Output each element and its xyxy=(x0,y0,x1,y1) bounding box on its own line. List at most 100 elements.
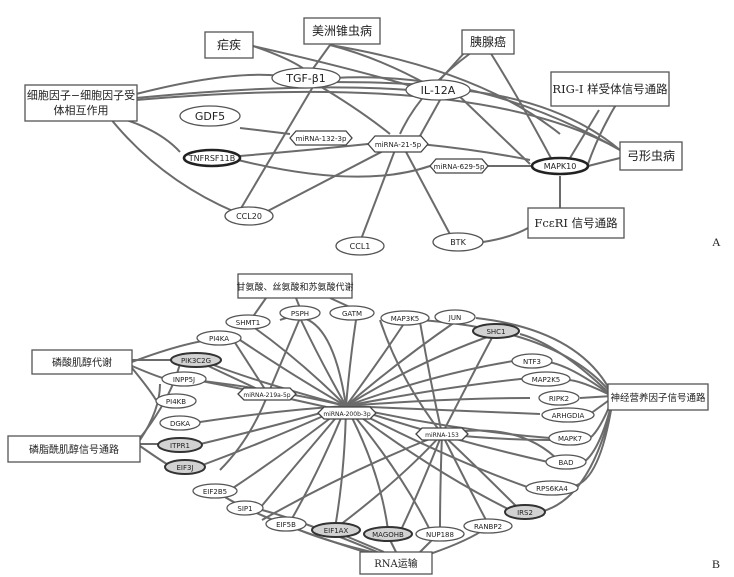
svg-text:MAP3K5: MAP3K5 xyxy=(391,315,420,323)
svg-text:DGKA: DGKA xyxy=(170,420,190,428)
svg-text:细胞因子−细胞因子受: 细胞因子−细胞因子受 xyxy=(27,89,135,102)
svg-text:miRNA-629-5p: miRNA-629-5p xyxy=(434,163,485,171)
svg-text:EIF3J: EIF3J xyxy=(176,464,193,472)
panel-b-label: B xyxy=(712,557,720,571)
gene-node-eif5b: EIF5B xyxy=(265,516,307,532)
gene-node-nup188: NUP188 xyxy=(415,526,465,542)
svg-text:EIF5B: EIF5B xyxy=(276,521,296,529)
svg-text:疟疾: 疟疾 xyxy=(217,37,241,52)
gene-node-gatm: GATM xyxy=(329,305,375,321)
gene-node-dgka: DGKA xyxy=(159,415,201,431)
svg-text:JUN: JUN xyxy=(448,314,461,322)
gene-node-btk: BTK xyxy=(432,232,484,252)
gene-node-eif2b5: EIF2B5 xyxy=(192,483,238,499)
gene-node-rps6ka4: RPS6KA4 xyxy=(525,480,579,496)
svg-text:EIF2B5: EIF2B5 xyxy=(203,488,227,496)
gene-node-ripk2: RIPK2 xyxy=(538,390,580,406)
gene-node-sip1: SIP1 xyxy=(226,500,264,516)
svg-text:胰腺癌: 胰腺癌 xyxy=(470,34,506,49)
svg-text:PSPH: PSPH xyxy=(291,310,309,318)
panel-a-nodes: 疟疾 美洲锥虫病 胰腺癌 细胞因子−细胞因子受 体相互作用 TGF-β1 IL-… xyxy=(24,17,721,256)
svg-text:SHC1: SHC1 xyxy=(486,328,505,336)
svg-text:CCL1: CCL1 xyxy=(350,242,371,251)
gene-node-eif1ax: EIF1AX xyxy=(311,522,361,538)
svg-text:BTK: BTK xyxy=(450,238,466,247)
svg-text:miRNA-200b-3p: miRNA-200b-3p xyxy=(323,411,371,418)
gene-node-tgfb1: TGF-β1 xyxy=(271,67,341,89)
gene-node-ccl20: CCL20 xyxy=(224,206,274,226)
svg-text:MAGOHB: MAGOHB xyxy=(372,531,404,539)
svg-text:PI4KA: PI4KA xyxy=(209,335,229,343)
gene-node-ranbp2: RANBP2 xyxy=(463,518,513,534)
gene-node-pi4kb: PI4KB xyxy=(155,393,197,409)
svg-text:RIPK2: RIPK2 xyxy=(549,395,569,403)
svg-text:美洲锥虫病: 美洲锥虫病 xyxy=(312,23,372,38)
gene-node-irs2: IRS2 xyxy=(504,504,546,520)
panel-a-label: A xyxy=(712,235,721,249)
svg-text:磷酸肌醇代谢: 磷酸肌醇代谢 xyxy=(52,356,112,369)
gene-node-map3k5: MAP3K5 xyxy=(380,310,430,326)
mirna-node-200b-3p: miRNA-200b-3p xyxy=(317,406,377,420)
svg-text:CCL20: CCL20 xyxy=(236,212,262,221)
svg-text:MAPK10: MAPK10 xyxy=(544,162,577,171)
gene-node-ntf3: NTF3 xyxy=(511,353,553,369)
pathway-node-rig-i: RIG-I 样受体信号通路 xyxy=(550,71,670,107)
mirna-node-21-5p: miRNA-21-5p xyxy=(367,135,429,153)
pathway-node-neurotrophin: 神经营养因子信号通路 xyxy=(607,383,709,411)
svg-text:MAP2K5: MAP2K5 xyxy=(532,376,561,384)
svg-text:NTF3: NTF3 xyxy=(523,358,541,366)
gene-node-inpp5j: INPP5J xyxy=(161,371,207,387)
gene-node-ccl1: CCL1 xyxy=(335,236,385,256)
pathway-node-cytokine-interaction: 细胞因子−细胞因子受 体相互作用 xyxy=(24,84,138,122)
gene-node-eif3j: EIF3J xyxy=(164,459,206,475)
gene-node-itpr1: ITPR1 xyxy=(157,437,203,453)
mirna-node-132-3p: miRNA-132-3p xyxy=(289,130,353,146)
gene-node-jun: JUN xyxy=(434,309,476,325)
gene-node-bad: BAD xyxy=(545,454,587,470)
svg-text:GATM: GATM xyxy=(342,310,362,318)
gene-node-tnfrsf11b: TNFRSF11B xyxy=(182,148,242,168)
pathway-node-glycine-metabolism: 甘氨酸、丝氨酸和苏氨酸代谢 xyxy=(236,273,354,299)
svg-text:IRS2: IRS2 xyxy=(517,509,533,517)
svg-text:神经营养因子信号通路: 神经营养因子信号通路 xyxy=(610,392,706,404)
mirna-node-219a-5p: miRNA-219a-5p xyxy=(237,387,297,401)
pathway-node-phosphatidylinositol: 磷脂酰肌醇信号通路 xyxy=(7,435,141,463)
svg-text:GDF5: GDF5 xyxy=(195,110,225,123)
gene-node-psph: PSPH xyxy=(279,305,321,321)
svg-text:NUP188: NUP188 xyxy=(426,531,454,539)
svg-text:MAPK7: MAPK7 xyxy=(558,435,582,443)
disease-node-toxoplasmosis: 弓形虫病 xyxy=(619,141,683,171)
disease-node-malaria: 疟疾 xyxy=(204,31,254,59)
svg-text:SHMT1: SHMT1 xyxy=(236,319,260,327)
svg-text:TGF-β1: TGF-β1 xyxy=(285,72,326,85)
pathway-node-inositol-phosphate: 磷酸肌醇代谢 xyxy=(31,349,133,375)
mirna-node-629-5p: miRNA-629-5p xyxy=(429,158,489,174)
svg-text:RNA运输: RNA运输 xyxy=(374,557,418,570)
svg-text:RANBP2: RANBP2 xyxy=(474,523,502,531)
svg-text:PIK3C2G: PIK3C2G xyxy=(181,357,211,365)
svg-text:ITPR1: ITPR1 xyxy=(170,442,190,450)
svg-text:甘氨酸、丝氨酸和苏氨酸代谢: 甘氨酸、丝氨酸和苏氨酸代谢 xyxy=(236,281,353,293)
gene-node-magohb: MAGOHB xyxy=(363,526,413,542)
gene-node-map2k5: MAP2K5 xyxy=(521,371,571,387)
svg-text:miRNA-153: miRNA-153 xyxy=(425,432,459,439)
disease-node-chagas: 美洲锥虫病 xyxy=(303,17,381,45)
svg-text:RPS6KA4: RPS6KA4 xyxy=(536,485,568,493)
svg-text:PI4KB: PI4KB xyxy=(166,398,186,406)
panel-b-nodes: 甘氨酸、丝氨酸和苏氨酸代谢 SHMT1 PSPH GATM MAP3K5 JUN… xyxy=(7,273,720,575)
svg-text:miRNA-21-5p: miRNA-21-5p xyxy=(375,141,422,149)
gene-node-mapk7: MAPK7 xyxy=(548,430,592,446)
svg-text:miRNA-132-3p: miRNA-132-3p xyxy=(296,135,347,143)
svg-text:EIF1AX: EIF1AX xyxy=(324,527,349,535)
svg-text:miRNA-219a-5p: miRNA-219a-5p xyxy=(243,392,290,399)
gene-node-shc1: SHC1 xyxy=(472,323,520,339)
svg-text:RIG-I 样受体信号通路: RIG-I 样受体信号通路 xyxy=(552,82,668,96)
gene-node-shmt1: SHMT1 xyxy=(225,314,271,330)
gene-node-arhgdia: ARHGDIA xyxy=(541,407,595,423)
gene-node-mapk10: MAPK10 xyxy=(530,156,590,176)
svg-text:磷脂酰肌醇信号通路: 磷脂酰肌醇信号通路 xyxy=(29,443,119,456)
svg-text:TNFRSF11B: TNFRSF11B xyxy=(188,154,235,163)
svg-text:IL-12A: IL-12A xyxy=(421,84,456,97)
mirna-node-153: miRNA-153 xyxy=(415,427,469,441)
